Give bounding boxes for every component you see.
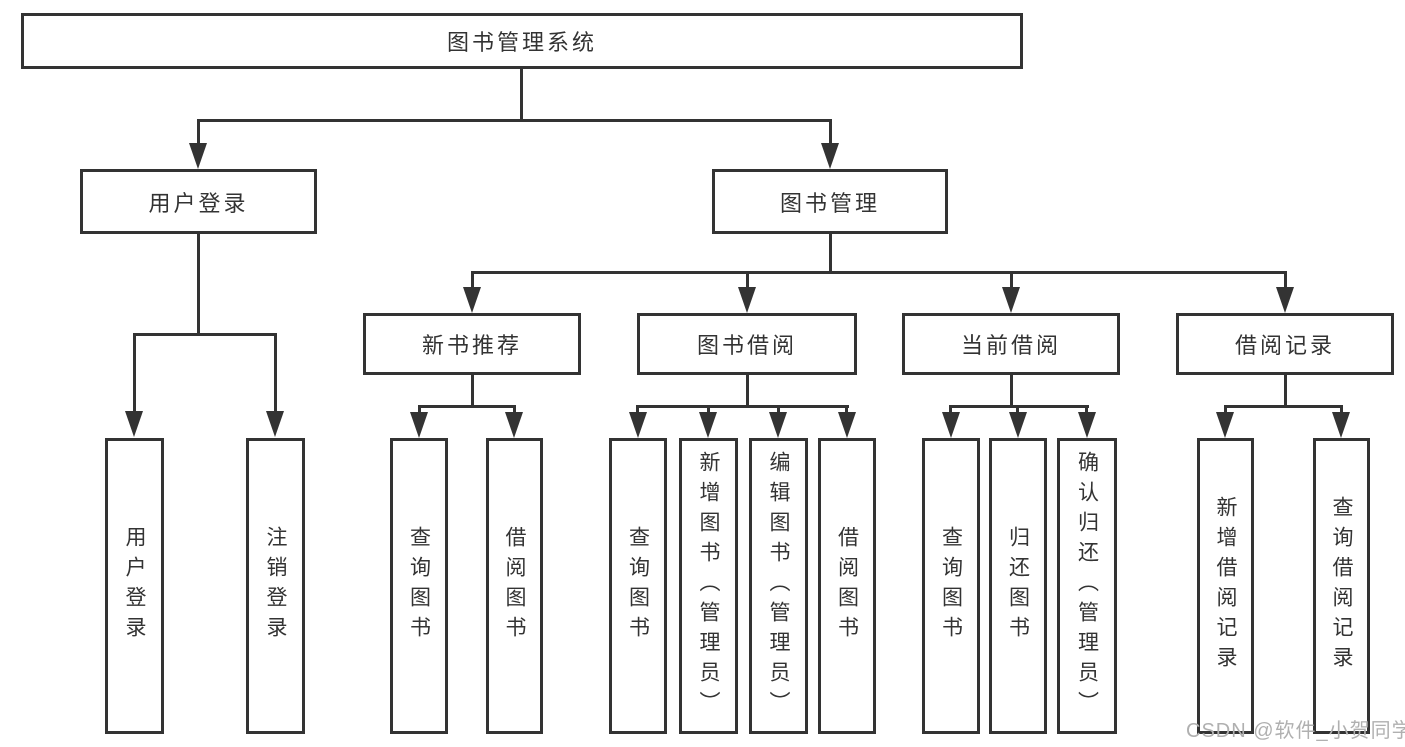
edge-branchD-leaf2-stem xyxy=(1340,405,1343,414)
edge-branchC-leaf1-stem xyxy=(949,405,952,414)
edge-user-login-down xyxy=(197,232,200,336)
arrowhead-login-leaf xyxy=(125,411,143,437)
edge-branchC-splitter xyxy=(950,405,1089,408)
arrowhead-branchB-leaf3 xyxy=(769,412,787,438)
node-book-management: 图书管理 xyxy=(712,169,948,234)
arrowhead-branchC-leaf3 xyxy=(1078,412,1096,438)
leaf-edit-books-admin: 编辑图书（管理员） xyxy=(749,438,808,734)
edge-branchB-down xyxy=(746,373,749,407)
edge-root-splitter xyxy=(197,119,832,122)
leaf-query-books-recommend: 查询图书 xyxy=(390,438,448,734)
csdn-watermark: CSDN @软件_小贺同学 xyxy=(1186,720,1405,742)
edge-book-mgmt-down xyxy=(829,232,832,274)
edge-user-login-splitter xyxy=(133,333,277,336)
arrowhead-branchB-leaf1 xyxy=(629,412,647,438)
edge-branchB-leaf2-stem xyxy=(707,405,710,414)
leaf-logout: 注销登录 xyxy=(246,438,305,734)
edge-branchC-leaf3-stem xyxy=(1085,405,1088,414)
edge-current-borrow-stem xyxy=(1010,271,1013,291)
arrowhead-branchB-leaf4 xyxy=(838,412,856,438)
edge-branchB-leaf3-stem xyxy=(777,405,780,414)
edge-book-mgmt-stem xyxy=(829,119,832,147)
arrowhead-branchD-leaf1 xyxy=(1216,412,1234,438)
edge-root-stem xyxy=(520,69,523,121)
edge-branchB-leaf1-stem xyxy=(636,405,639,414)
leaf-query-books-current: 查询图书 xyxy=(922,438,980,734)
leaf-confirm-return-admin: 确认归还（管理员） xyxy=(1057,438,1117,734)
leaf-user-login: 用户登录 xyxy=(105,438,164,734)
node-current-borrowing: 当前借阅 xyxy=(902,313,1120,375)
arrowhead-book-borrow xyxy=(738,287,756,313)
edge-login-leaf-stem xyxy=(133,333,136,415)
edge-branchA-down xyxy=(471,373,474,407)
leaf-return-books: 归还图书 xyxy=(989,438,1047,734)
arrowhead-new-books xyxy=(463,287,481,313)
edge-branchA-leaf1-stem xyxy=(418,405,421,414)
arrowhead-branchA-leaf1 xyxy=(410,412,428,438)
edge-branchB-splitter xyxy=(637,405,849,408)
leaf-query-borrow-record: 查询借阅记录 xyxy=(1313,438,1370,734)
edge-user-login-stem xyxy=(197,119,200,147)
node-new-book-recommend: 新书推荐 xyxy=(363,313,581,375)
edge-branchB-leaf4-stem xyxy=(845,405,848,414)
edge-new-books-stem xyxy=(471,271,474,291)
edge-borrow-records-stem xyxy=(1284,271,1287,291)
edge-branchD-down xyxy=(1284,373,1287,407)
edge-book-borrow-stem xyxy=(746,271,749,291)
leaf-query-books-borrowing: 查询图书 xyxy=(609,438,667,734)
leaf-add-borrow-record: 新增借阅记录 xyxy=(1197,438,1254,734)
leaf-add-books-admin: 新增图书（管理员） xyxy=(679,438,738,734)
arrowhead-branchA-leaf2 xyxy=(505,412,523,438)
edge-branchC-leaf2-stem xyxy=(1016,405,1019,414)
arrowhead-branchC-leaf2 xyxy=(1009,412,1027,438)
node-user-login: 用户登录 xyxy=(80,169,317,234)
edge-branchD-splitter xyxy=(1224,405,1343,408)
node-borrowing-records: 借阅记录 xyxy=(1176,313,1394,375)
leaf-borrow-books-recommend: 借阅图书 xyxy=(486,438,543,734)
edge-branchD-leaf1-stem xyxy=(1224,405,1227,414)
arrowhead-borrow-records xyxy=(1276,287,1294,313)
leaf-borrow-books: 借阅图书 xyxy=(818,438,876,734)
arrowhead-logout-leaf xyxy=(266,411,284,437)
arrowhead-branchC-leaf1 xyxy=(942,412,960,438)
node-book-borrowing: 图书借阅 xyxy=(637,313,857,375)
edge-logout-leaf-stem xyxy=(274,333,277,415)
arrowhead-branchD-leaf2 xyxy=(1332,412,1350,438)
arrowhead-book-mgmt xyxy=(821,143,839,169)
arrowhead-current-borrow xyxy=(1002,287,1020,313)
node-root: 图书管理系统 xyxy=(21,13,1023,69)
arrowhead-user-login xyxy=(189,143,207,169)
edge-branchA-leaf2-stem xyxy=(513,405,516,414)
edge-branchA-splitter xyxy=(418,405,516,408)
edge-branchC-down xyxy=(1010,373,1013,407)
edge-book-mgmt-splitter xyxy=(471,271,1287,274)
arrowhead-branchB-leaf2 xyxy=(699,412,717,438)
